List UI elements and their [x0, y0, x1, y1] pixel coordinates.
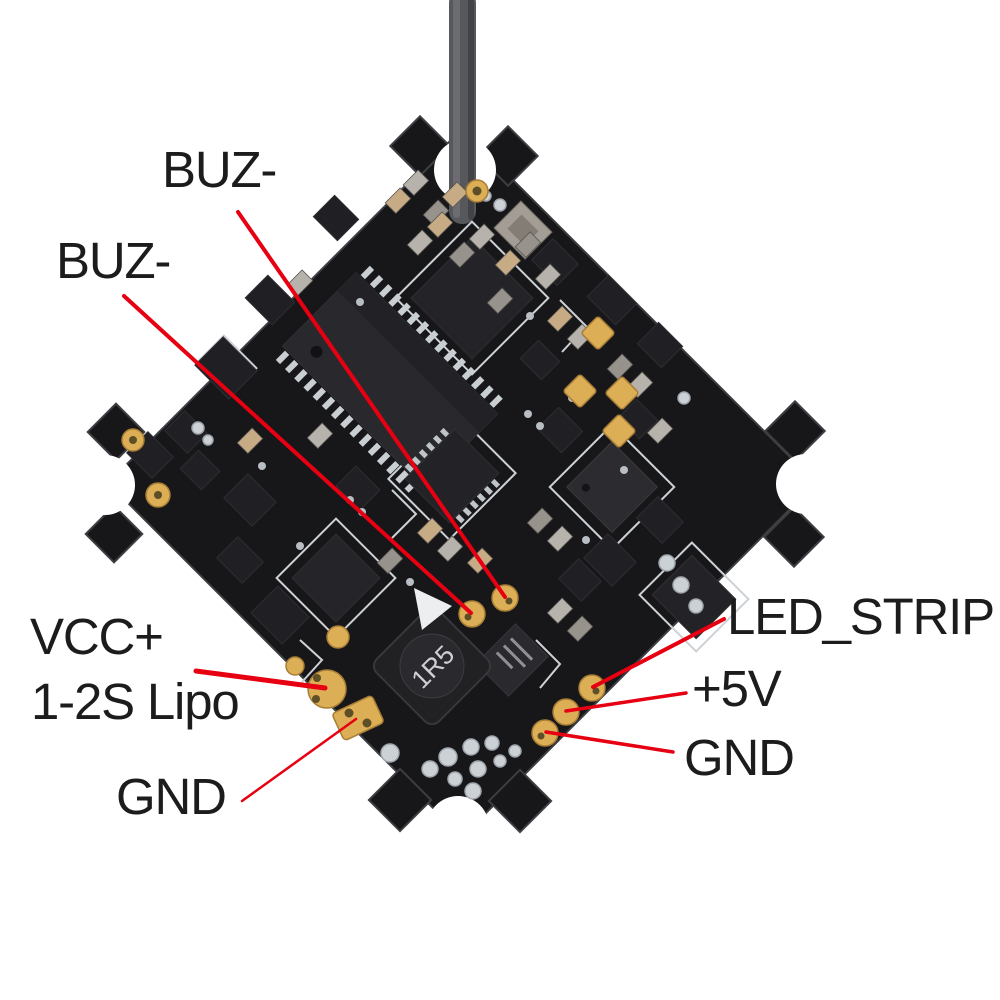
pcb-components: 1R5 — [121, 169, 750, 800]
qfn-chip — [291, 533, 381, 623]
regulator-chip — [651, 554, 737, 640]
label-led-strip: LED_STRIP — [727, 588, 995, 645]
gyro-chip — [566, 441, 658, 533]
pointer-line-gnd-left — [240, 717, 358, 803]
pointer-line-buz-top — [236, 210, 507, 599]
label-buz-top: BUZ- — [162, 141, 277, 198]
annotation-lines — [122, 210, 726, 803]
uart-pad — [602, 414, 636, 448]
direction-arrow-silkscreen — [414, 588, 452, 630]
power-inductor: 1R5 — [372, 606, 492, 726]
pointer-line-buz-left — [122, 294, 473, 615]
label-vcc-note: 1-2S Lipo — [31, 673, 240, 730]
mounting-tabs — [84, 114, 827, 834]
pad-small — [326, 625, 350, 649]
uart-pad — [563, 374, 597, 408]
uart-pad — [581, 316, 615, 350]
small-chips — [125, 194, 685, 645]
uart-pad — [605, 376, 639, 410]
gnd-battery-pad — [332, 695, 384, 741]
label-buz-left: BUZ- — [56, 232, 171, 289]
pointer-line-gnd-right — [544, 730, 675, 754]
soic8-chip — [475, 623, 549, 697]
label-gnd-left: GND — [116, 768, 227, 825]
flash-chip — [402, 427, 501, 526]
pointer-line-plus-5v — [564, 691, 688, 713]
pointer-line-led-strip — [591, 617, 726, 689]
label-vcc: VCC+ — [30, 608, 164, 665]
pointer-line-vcc — [193, 668, 328, 691]
label-plus-5v: +5V — [692, 660, 782, 717]
antenna-wire — [449, 0, 476, 224]
solder-blobs — [191, 190, 704, 800]
pad-small — [285, 656, 305, 676]
passive-components — [236, 169, 674, 643]
label-gnd-right: GND — [684, 729, 795, 786]
